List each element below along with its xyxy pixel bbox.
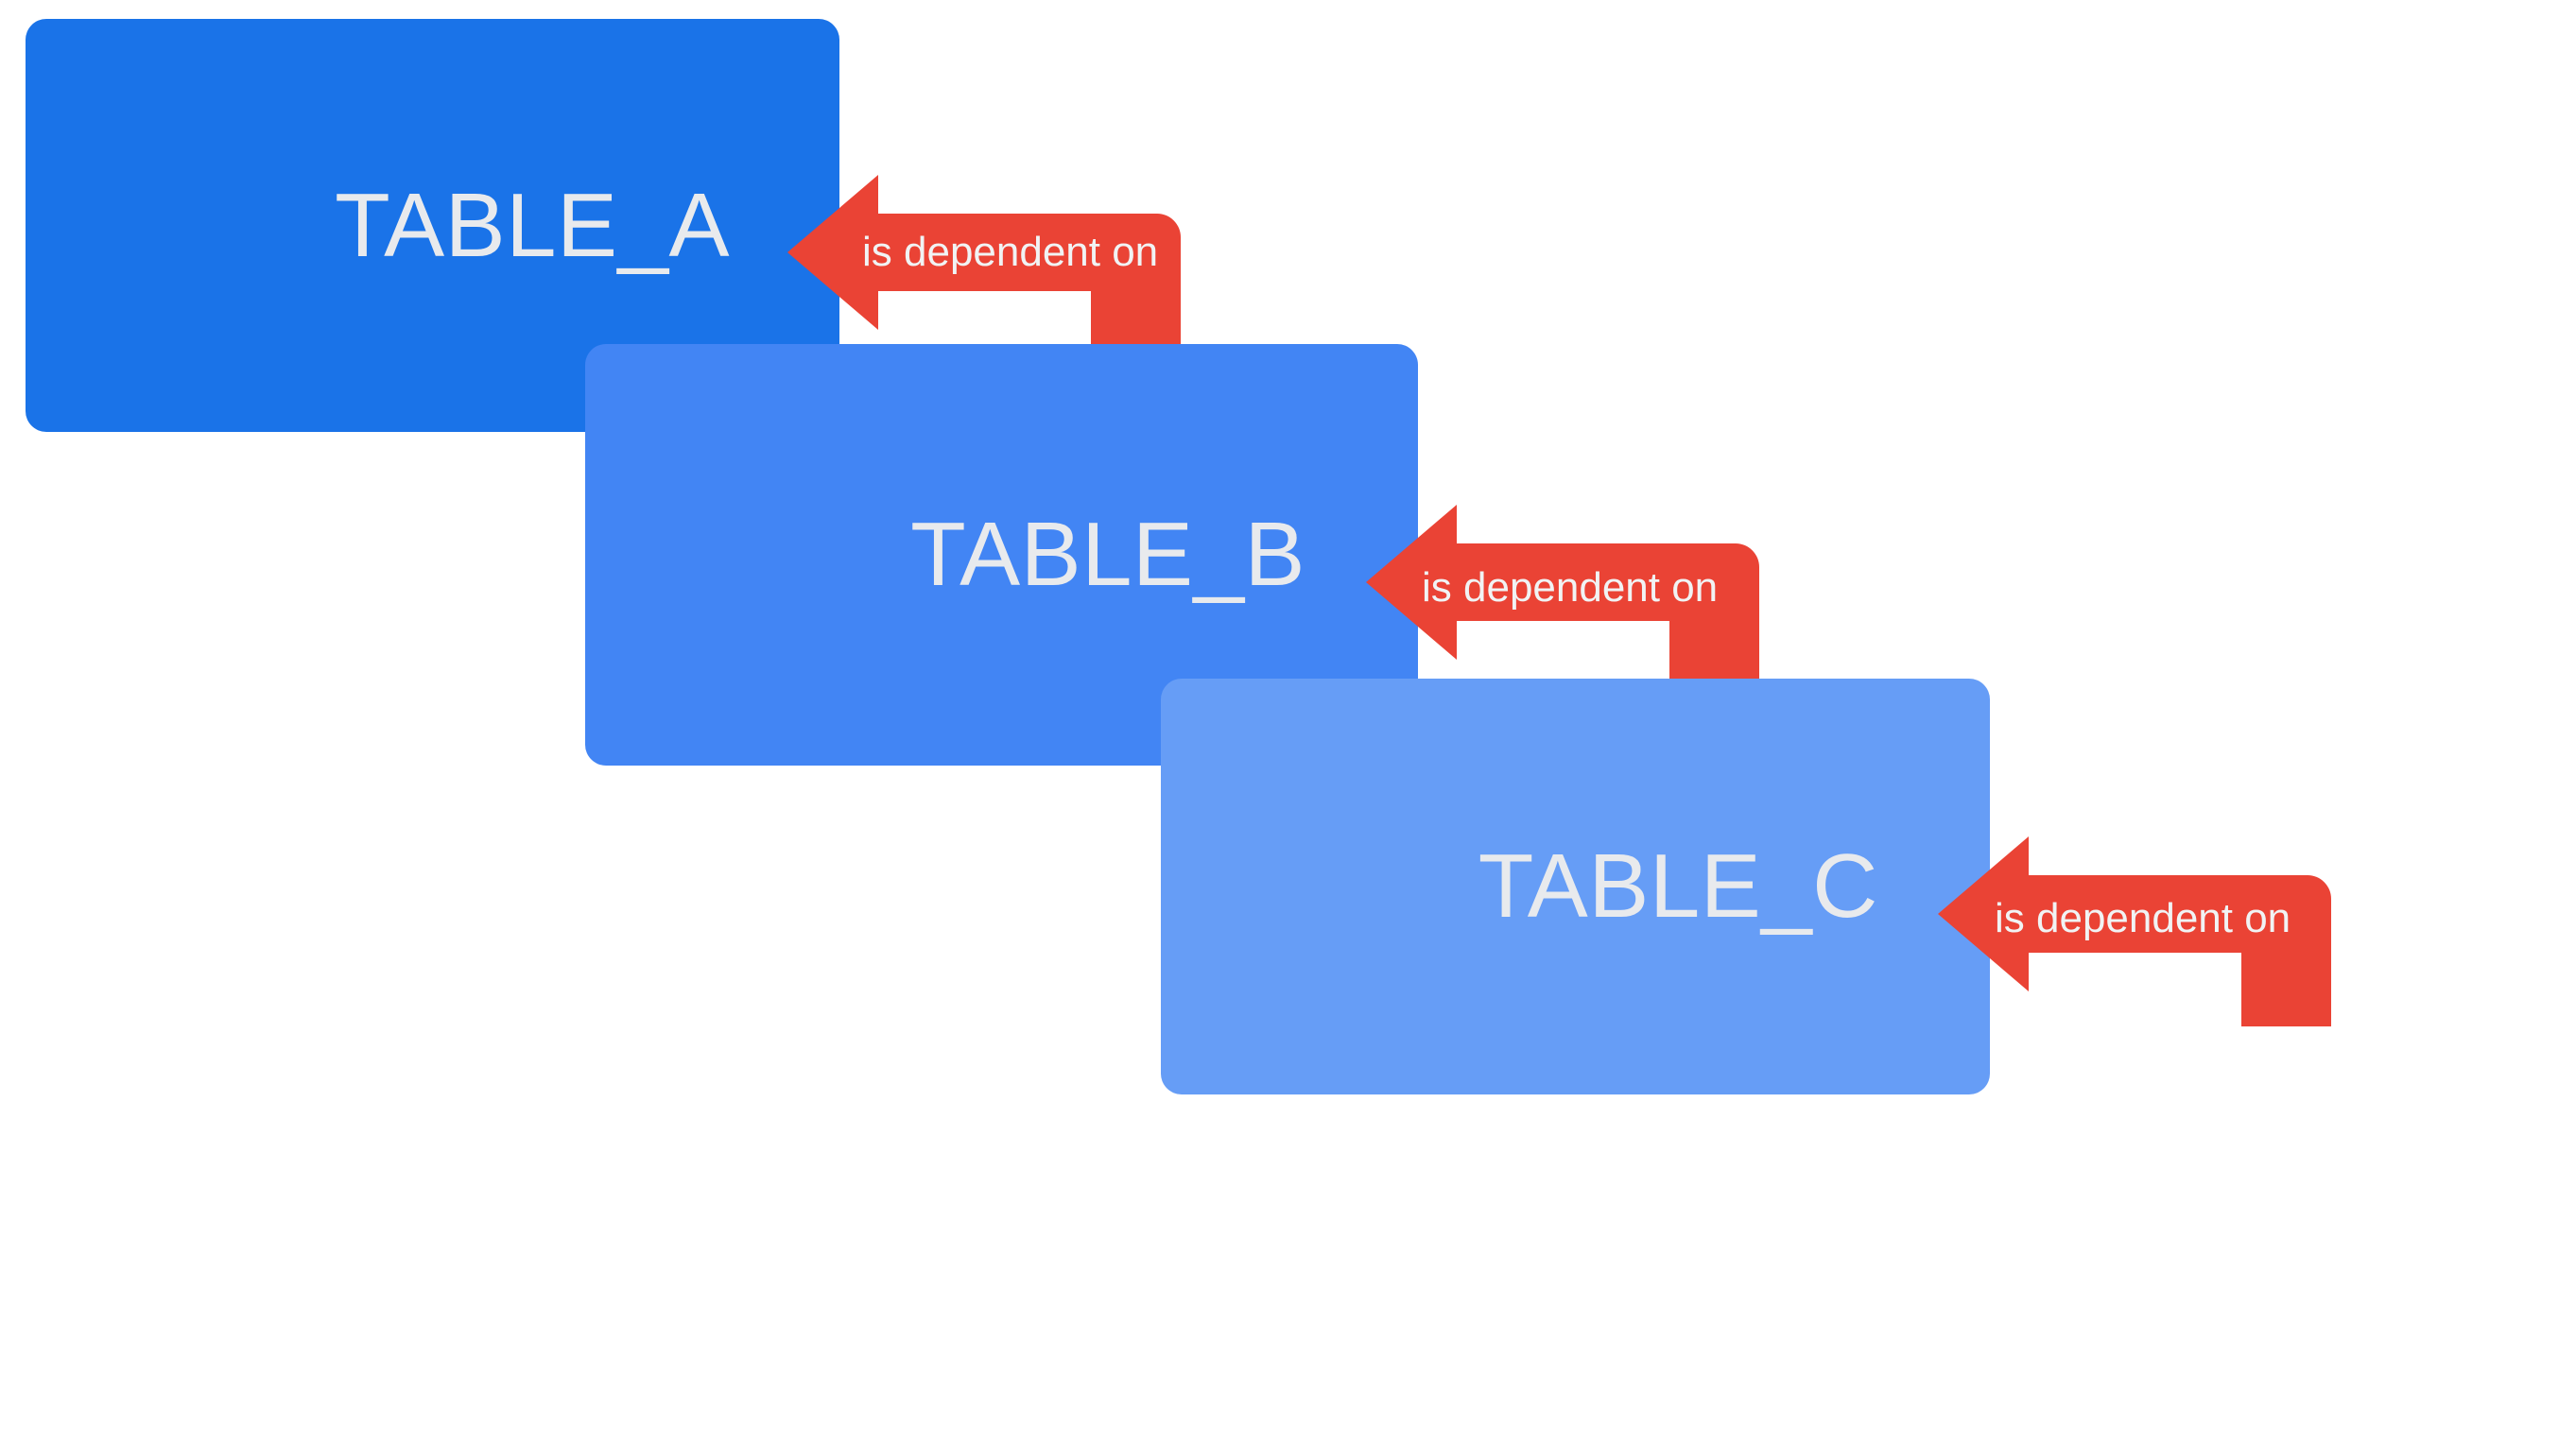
elbow-arrow-icon <box>1938 836 2331 1026</box>
edge-table-b-depends-on-table-a[interactable] <box>787 162 1298 365</box>
edge-label-is-dependent-on-2: is dependent on <box>1422 564 1719 611</box>
elbow-arrow-icon <box>1366 504 1759 695</box>
node-table-b-label: TABLE_B <box>910 504 1305 605</box>
node-table-c-label: TABLE_C <box>1478 836 1878 937</box>
edge-label-is-dependent-on-3: is dependent on <box>1995 895 2291 941</box>
edge-label-is-dependent-on-1: is dependent on <box>862 229 1159 275</box>
edge-table-d-depends-on-table-c[interactable] <box>1938 823 2448 1026</box>
node-table-a-label: TABLE_A <box>335 174 730 276</box>
node-table-a[interactable]: TABLE_A <box>26 19 839 432</box>
node-table-c[interactable]: TABLE_C <box>1161 679 1990 1094</box>
elbow-arrow-icon <box>787 174 1181 365</box>
edge-table-c-depends-on-table-b[interactable] <box>1366 491 1876 695</box>
